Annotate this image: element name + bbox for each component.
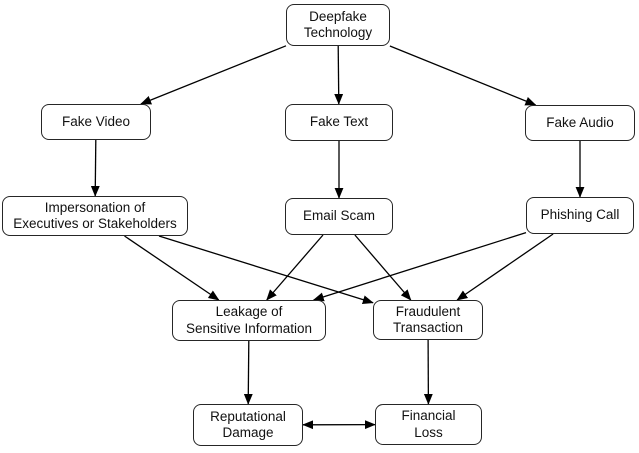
node-leakage: Leakage of Sensitive Information xyxy=(172,300,326,341)
node-fake-audio: Fake Audio xyxy=(525,105,635,141)
node-impersonation: Impersonation of Executives or Stakehold… xyxy=(2,196,188,236)
edge-fake-video-to-impersonation xyxy=(90,139,100,197)
node-fake-video: Fake Video xyxy=(41,104,151,140)
node-fraudulent-transaction: Fraudulent Transaction xyxy=(373,300,483,340)
node-email-scam: Email Scam xyxy=(285,198,393,235)
edge-deepfake-technology-to-fake-video xyxy=(140,45,287,105)
node-deepfake-technology: Deepfake Technology xyxy=(286,4,390,46)
node-financial-loss: Financial Loss xyxy=(375,404,482,445)
edge-impersonation-to-leakage xyxy=(124,235,220,301)
edge-deepfake-technology-to-fake-audio xyxy=(389,45,537,106)
node-reputational-damage: Reputational Damage xyxy=(193,404,303,446)
edge-leakage-to-reputational-damage xyxy=(243,340,253,405)
edge-email-scam-to-leakage xyxy=(266,234,324,301)
edge-deepfake-technology-to-fake-text xyxy=(334,45,344,105)
edge-email-scam-to-fraudulent-transaction xyxy=(354,234,412,301)
edge-phishing-call-to-leakage xyxy=(312,231,527,302)
edge-impersonation-to-fraudulent-transaction xyxy=(158,235,374,305)
node-fake-text: Fake Text xyxy=(285,104,393,141)
node-phishing-call: Phishing Call xyxy=(526,197,634,234)
edge-phishing-call-to-fraudulent-transaction xyxy=(456,233,554,301)
